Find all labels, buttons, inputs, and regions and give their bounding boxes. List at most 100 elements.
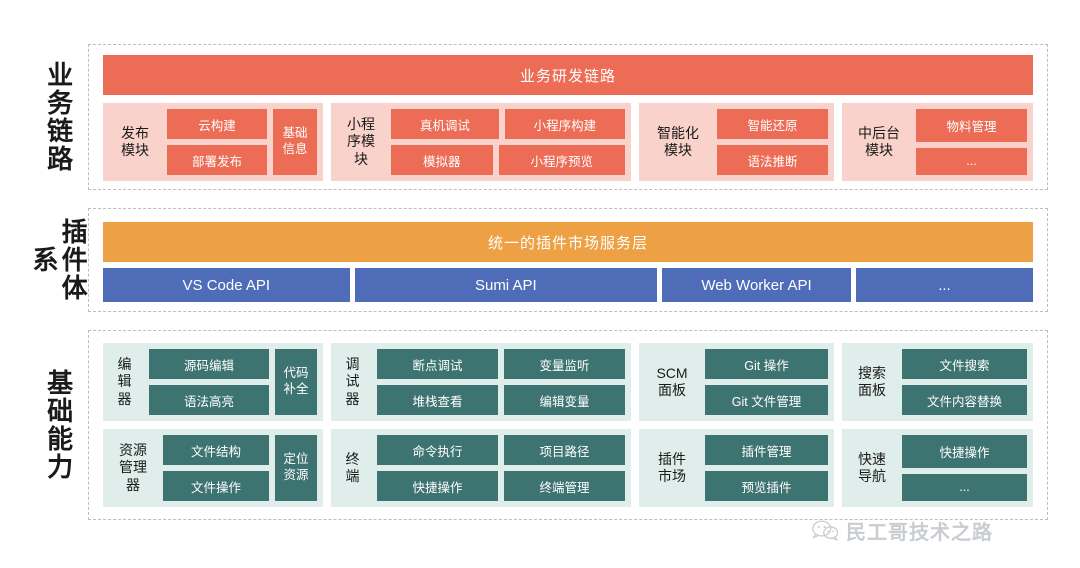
row-label-base: 基础能力 bbox=[32, 330, 84, 520]
cell-more-ellipsis[interactable]: ... bbox=[916, 147, 1027, 175]
base-group-plugin-market-title: 插件市场 bbox=[658, 450, 686, 485]
api-more[interactable]: ... bbox=[855, 268, 1033, 302]
cell-cloud-build[interactable]: 云构建 bbox=[167, 109, 267, 139]
row-label-business: 业务链路 bbox=[32, 44, 84, 190]
business-banner-text: 业务研发链路 bbox=[519, 67, 616, 85]
base-group-terminal[interactable]: 终端 命令执行 项目路径 快捷操作 终端管理 bbox=[331, 429, 631, 507]
base-group-search[interactable]: 搜索面板 文件搜索 文件内容替换 bbox=[842, 343, 1033, 421]
cell-material-management[interactable]: 物料管理 bbox=[916, 109, 1027, 142]
cell-more-ellipsis-nav[interactable]: ... bbox=[902, 473, 1027, 501]
base-group-explorer-cells: 文件结构 文件操作 bbox=[163, 435, 269, 501]
cell-stack-view[interactable]: 堆栈查看 bbox=[377, 385, 498, 415]
row-label-plugin-text: 插件体系 bbox=[29, 218, 89, 302]
cell-row: 部署发布 bbox=[167, 145, 267, 175]
watermark-text: 民工哥技术之路 bbox=[846, 522, 993, 544]
cell-row: ... bbox=[902, 473, 1027, 501]
base-group-editor-title: 编辑器 bbox=[117, 355, 135, 407]
cell-preview-plugin[interactable]: 预览插件 bbox=[705, 471, 828, 501]
cell-plugin-management[interactable]: 插件管理 bbox=[705, 435, 828, 465]
cell-row: 模拟器 小程序预览 bbox=[391, 145, 625, 175]
cell-row: 预览插件 bbox=[705, 471, 828, 501]
cell-miniprogram-build[interactable]: 小程序构建 bbox=[504, 109, 625, 139]
cell-file-operation[interactable]: 文件操作 bbox=[163, 471, 269, 501]
cell-simulator[interactable]: 模拟器 bbox=[391, 145, 493, 175]
cell-miniprogram-preview[interactable]: 小程序预览 bbox=[498, 145, 625, 175]
region-plugin bbox=[88, 208, 1048, 312]
row-label-business-text: 业务链路 bbox=[43, 61, 74, 173]
base-group-explorer[interactable]: 资源管理器 文件结构 文件操作 定位资源 bbox=[103, 429, 323, 507]
cell-row: 云构建 bbox=[167, 109, 267, 139]
cell-locate-resource[interactable]: 定位资源 bbox=[275, 435, 317, 501]
cell-row: Git 文件管理 bbox=[705, 385, 828, 415]
watermark: 民工哥技术之路 bbox=[812, 516, 993, 545]
cell-row: 语法高亮 bbox=[149, 385, 269, 415]
cell-deploy-release[interactable]: 部署发布 bbox=[167, 145, 267, 175]
plugin-service-bar: 统一的插件市场服务层 bbox=[103, 222, 1033, 262]
cell-file-content-replace[interactable]: 文件内容替换 bbox=[902, 385, 1027, 415]
cell-row: 快捷操作 终端管理 bbox=[377, 471, 625, 501]
base-group-quick-nav-title: 快速导航 bbox=[858, 450, 886, 485]
cell-row: 插件管理 bbox=[705, 435, 828, 465]
row-label-plugin: 插件体系 bbox=[29, 208, 89, 312]
region-business bbox=[88, 44, 1048, 190]
cell-basic-info[interactable]: 基础信息 bbox=[273, 109, 317, 175]
cell-row: 真机调试 小程序构建 bbox=[391, 109, 625, 139]
cell-file-search[interactable]: 文件搜索 bbox=[902, 349, 1027, 379]
cell-syntax-highlight[interactable]: 语法高亮 bbox=[149, 385, 269, 415]
cell-git-operation[interactable]: Git 操作 bbox=[705, 349, 828, 379]
cell-row: 智能还原 bbox=[717, 109, 828, 139]
base-group-terminal-cells: 命令执行 项目路径 快捷操作 终端管理 bbox=[377, 435, 625, 501]
plugin-api-row: VS Code API Sumi API Web Worker API ... bbox=[103, 268, 1033, 302]
business-group-midbackend-cells: 物料管理 ... bbox=[916, 109, 1027, 175]
cell-project-path[interactable]: 项目路径 bbox=[504, 435, 625, 465]
cell-syntax-inference[interactable]: 语法推断 bbox=[717, 145, 828, 175]
business-group-intelligent[interactable]: 智能化模块 智能还原 语法推断 bbox=[639, 103, 834, 181]
cell-variable-watch[interactable]: 变量监听 bbox=[504, 349, 625, 379]
business-group-intelligent-title: 智能化模块 bbox=[657, 124, 699, 159]
cell-row: 语法推断 bbox=[717, 145, 828, 175]
cell-command-execute[interactable]: 命令执行 bbox=[377, 435, 498, 465]
cell-row: 快捷操作 bbox=[902, 435, 1027, 468]
base-group-debugger[interactable]: 调试器 断点调试 变量监听 堆栈查看 编辑变量 bbox=[331, 343, 631, 421]
base-group-debugger-cells: 断点调试 变量监听 堆栈查看 编辑变量 bbox=[377, 349, 625, 415]
base-group-plugin-market[interactable]: 插件市场 插件管理 预览插件 bbox=[639, 429, 834, 507]
api-sumi[interactable]: Sumi API bbox=[354, 268, 657, 302]
business-group-midbackend-title: 中后台模块 bbox=[858, 124, 900, 159]
cell-breakpoint-debug[interactable]: 断点调试 bbox=[377, 349, 498, 379]
cell-source-edit[interactable]: 源码编辑 bbox=[149, 349, 269, 379]
cell-file-structure[interactable]: 文件结构 bbox=[163, 435, 269, 465]
wechat-icon bbox=[812, 520, 839, 542]
cell-row: 文件内容替换 bbox=[902, 385, 1027, 415]
plugin-service-bar-text: 统一的插件市场服务层 bbox=[487, 234, 648, 252]
business-group-midbackend[interactable]: 中后台模块 物料管理 ... bbox=[842, 103, 1033, 181]
cell-row: 断点调试 变量监听 bbox=[377, 349, 625, 379]
api-vscode[interactable]: VS Code API bbox=[103, 268, 350, 302]
base-group-scm-cells: Git 操作 Git 文件管理 bbox=[705, 349, 828, 415]
base-group-quick-nav[interactable]: 快速导航 快捷操作 ... bbox=[842, 429, 1033, 507]
cell-terminal-management[interactable]: 终端管理 bbox=[504, 471, 625, 501]
cell-edit-variable[interactable]: 编辑变量 bbox=[504, 385, 625, 415]
base-group-explorer-title: 资源管理器 bbox=[119, 441, 147, 493]
cell-git-file-management[interactable]: Git 文件管理 bbox=[705, 385, 828, 415]
cell-smart-restore[interactable]: 智能还原 bbox=[717, 109, 828, 139]
cell-quick-operation-terminal[interactable]: 快捷操作 bbox=[377, 471, 498, 501]
cell-code-completion[interactable]: 代码补全 bbox=[275, 349, 317, 415]
cell-row: 源码编辑 bbox=[149, 349, 269, 379]
base-group-search-cells: 文件搜索 文件内容替换 bbox=[902, 349, 1027, 415]
base-group-editor[interactable]: 编辑器 源码编辑 语法高亮 代码补全 bbox=[103, 343, 323, 421]
business-group-miniprogram[interactable]: 小程序模块 真机调试 小程序构建 模拟器 小程序预览 bbox=[331, 103, 631, 181]
business-group-intelligent-cells: 智能还原 语法推断 bbox=[717, 109, 828, 175]
cell-real-device-debug[interactable]: 真机调试 bbox=[391, 109, 499, 139]
api-webworker[interactable]: Web Worker API bbox=[662, 268, 851, 302]
cell-row: 物料管理 bbox=[916, 109, 1027, 142]
cell-row: 命令执行 项目路径 bbox=[377, 435, 625, 465]
business-group-miniprogram-cells: 真机调试 小程序构建 模拟器 小程序预览 bbox=[391, 109, 625, 175]
row-label-base-text: 基础能力 bbox=[43, 369, 74, 481]
cell-row: ... bbox=[916, 147, 1027, 175]
cell-quick-operation-nav[interactable]: 快捷操作 bbox=[902, 435, 1027, 468]
business-group-release[interactable]: 发布模块 云构建 部署发布 基础信息 bbox=[103, 103, 323, 181]
cell-row: 文件结构 bbox=[163, 435, 269, 465]
cell-row: Git 操作 bbox=[705, 349, 828, 379]
